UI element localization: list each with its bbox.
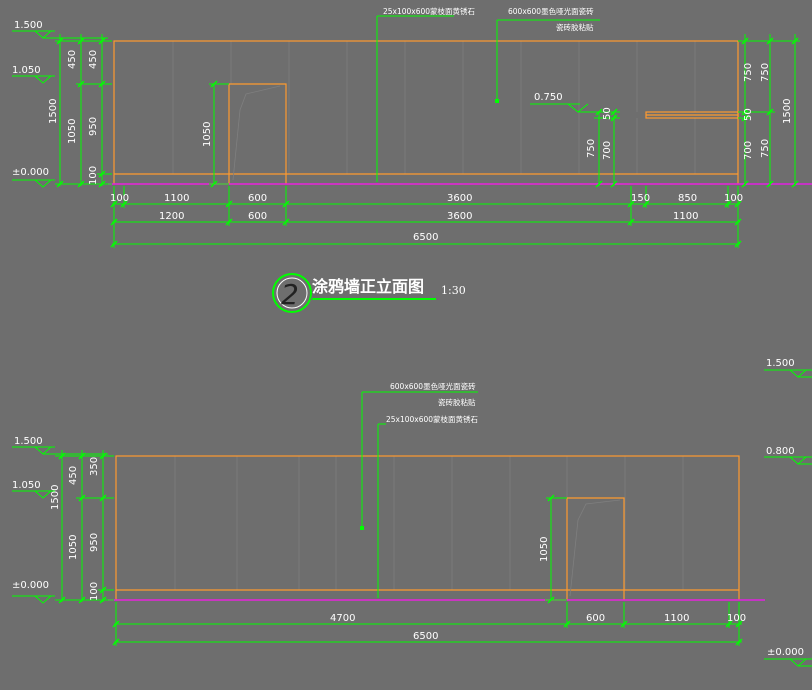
elevation-2-level-markers: 1.500 1.050 ±0.000 <box>12 436 108 604</box>
right-dim-750-a: 750 <box>743 63 754 82</box>
bottom-dim: 1100 <box>664 613 689 624</box>
elevation-1-window-dims: 50 750 700 <box>586 107 620 188</box>
bottom-dim: 3600 <box>447 193 472 204</box>
right-dim-50: 50 <box>743 108 754 121</box>
bottom-dim: 100 <box>727 613 746 624</box>
bottom-dim: 1200 <box>159 211 184 222</box>
level-0000: ±0.000 <box>12 580 49 591</box>
elevation-2-left-dims: 350 450 1500 1050 950 100 <box>50 450 114 604</box>
dim-100: 100 <box>89 582 100 601</box>
elevation-1-doorway <box>228 83 287 184</box>
bottom-dim: 4700 <box>330 613 355 624</box>
elevation-2: 600x600墨色哑光面瓷砖 瓷砖胶粘贴 25x100x600蒙枝面黄锈石 1.… <box>12 381 765 646</box>
elevation-1-note-tile: 600x600墨色哑光面瓷砖 <box>508 6 594 16</box>
dim-450-a: 450 <box>67 50 78 69</box>
side-level-0800: 0.800 <box>766 446 795 457</box>
bottom-dim: 3600 <box>447 211 472 222</box>
right-dim-750-b: 750 <box>760 63 771 82</box>
level-1050: 1.050 <box>12 65 41 76</box>
window-dim-700: 700 <box>602 141 613 160</box>
elevation-2-note-stone: 25x100x600蒙枝面黄锈石 <box>386 414 479 424</box>
bottom-dim: 100 <box>724 193 743 204</box>
dim-450-b: 450 <box>88 50 99 69</box>
elevation-1-right-dims: 750 750 1500 50 700 750 <box>738 34 800 188</box>
dim-950: 950 <box>88 117 99 136</box>
bottom-dim: 100 <box>110 193 129 204</box>
right-dim-1500: 1500 <box>782 99 793 124</box>
dim-950: 950 <box>89 533 100 552</box>
elevation-2-grid <box>174 456 684 590</box>
total-dim: 6500 <box>413 631 438 642</box>
elevation-1-note-glue: 瓷砖胶粘贴 <box>556 22 594 32</box>
elevation-2-note-tile: 600x600墨色哑光面瓷砖 <box>390 381 476 391</box>
dim-1500: 1500 <box>48 99 59 124</box>
bottom-dim: 1100 <box>673 211 698 222</box>
level-0000: ±0.000 <box>12 167 49 178</box>
total-dim: 6500 <box>413 232 438 243</box>
title-scale: 1:30 <box>441 284 466 297</box>
elevation-2-doorway <box>566 497 625 600</box>
right-dim-700: 700 <box>743 141 754 160</box>
elevation-1-wall-outline <box>113 40 739 185</box>
bottom-dim: 600 <box>586 613 605 624</box>
side-level-1500: 1.500 <box>766 358 795 369</box>
elevation-2-note-glue: 瓷砖胶粘贴 <box>438 397 476 407</box>
dim-1500: 1500 <box>50 485 61 510</box>
elevation-2-bottom-dims: 4700 600 1100 100 6500 <box>112 602 746 646</box>
elevation-1-level-markers: 1.500 1.050 ±0.000 0.750 <box>12 20 620 188</box>
bottom-dim: 850 <box>678 193 697 204</box>
window-dim-750: 750 <box>586 139 597 158</box>
dim-1050: 1050 <box>68 535 79 560</box>
bottom-dim: 1100 <box>164 193 189 204</box>
level-1050: 1.050 <box>12 480 41 491</box>
bottom-dim: 600 <box>248 211 267 222</box>
right-dim-750-c: 750 <box>760 139 771 158</box>
elevation-1-left-dims: 450 450 1500 1050 950 100 <box>48 34 112 188</box>
elevation-2-wall-outline <box>115 455 740 601</box>
door-height-dim: 1050 <box>202 122 213 147</box>
dim-1050: 1050 <box>67 119 78 144</box>
side-level-0000: ±0.000 <box>767 647 804 658</box>
elevation-1-bottom-dims: 100 1100 600 3600 150 850 100 1200 600 3… <box>110 186 743 248</box>
title-number-circle <box>272 273 312 313</box>
dim-100: 100 <box>88 166 99 185</box>
door-height-dim: 1050 <box>539 537 550 562</box>
elevation-1-grid <box>172 41 696 174</box>
bottom-dim: 600 <box>248 193 267 204</box>
side-level-markers: 1.500 0.800 ±0.000 <box>764 358 812 667</box>
level-1500: 1.500 <box>14 20 43 31</box>
dim-350: 350 <box>89 457 100 476</box>
elevation-1: 25x100x600蒙枝面黄锈石 600x600墨色哑光面瓷砖 瓷砖胶粘贴 1.… <box>12 6 812 248</box>
drawing-title: 2 涂鸦墙正立面图 1:30 <box>272 273 466 313</box>
dim-450: 450 <box>68 466 79 485</box>
level-1500: 1.500 <box>14 436 43 447</box>
bottom-dim: 150 <box>631 193 650 204</box>
title-number: 2 <box>281 278 299 311</box>
elevation-1-note-stone: 25x100x600蒙枝面黄锈石 <box>383 6 476 16</box>
level-0750: 0.750 <box>534 92 563 103</box>
title-text: 涂鸦墙正立面图 <box>312 277 424 296</box>
window-dim-50: 50 <box>602 107 613 120</box>
